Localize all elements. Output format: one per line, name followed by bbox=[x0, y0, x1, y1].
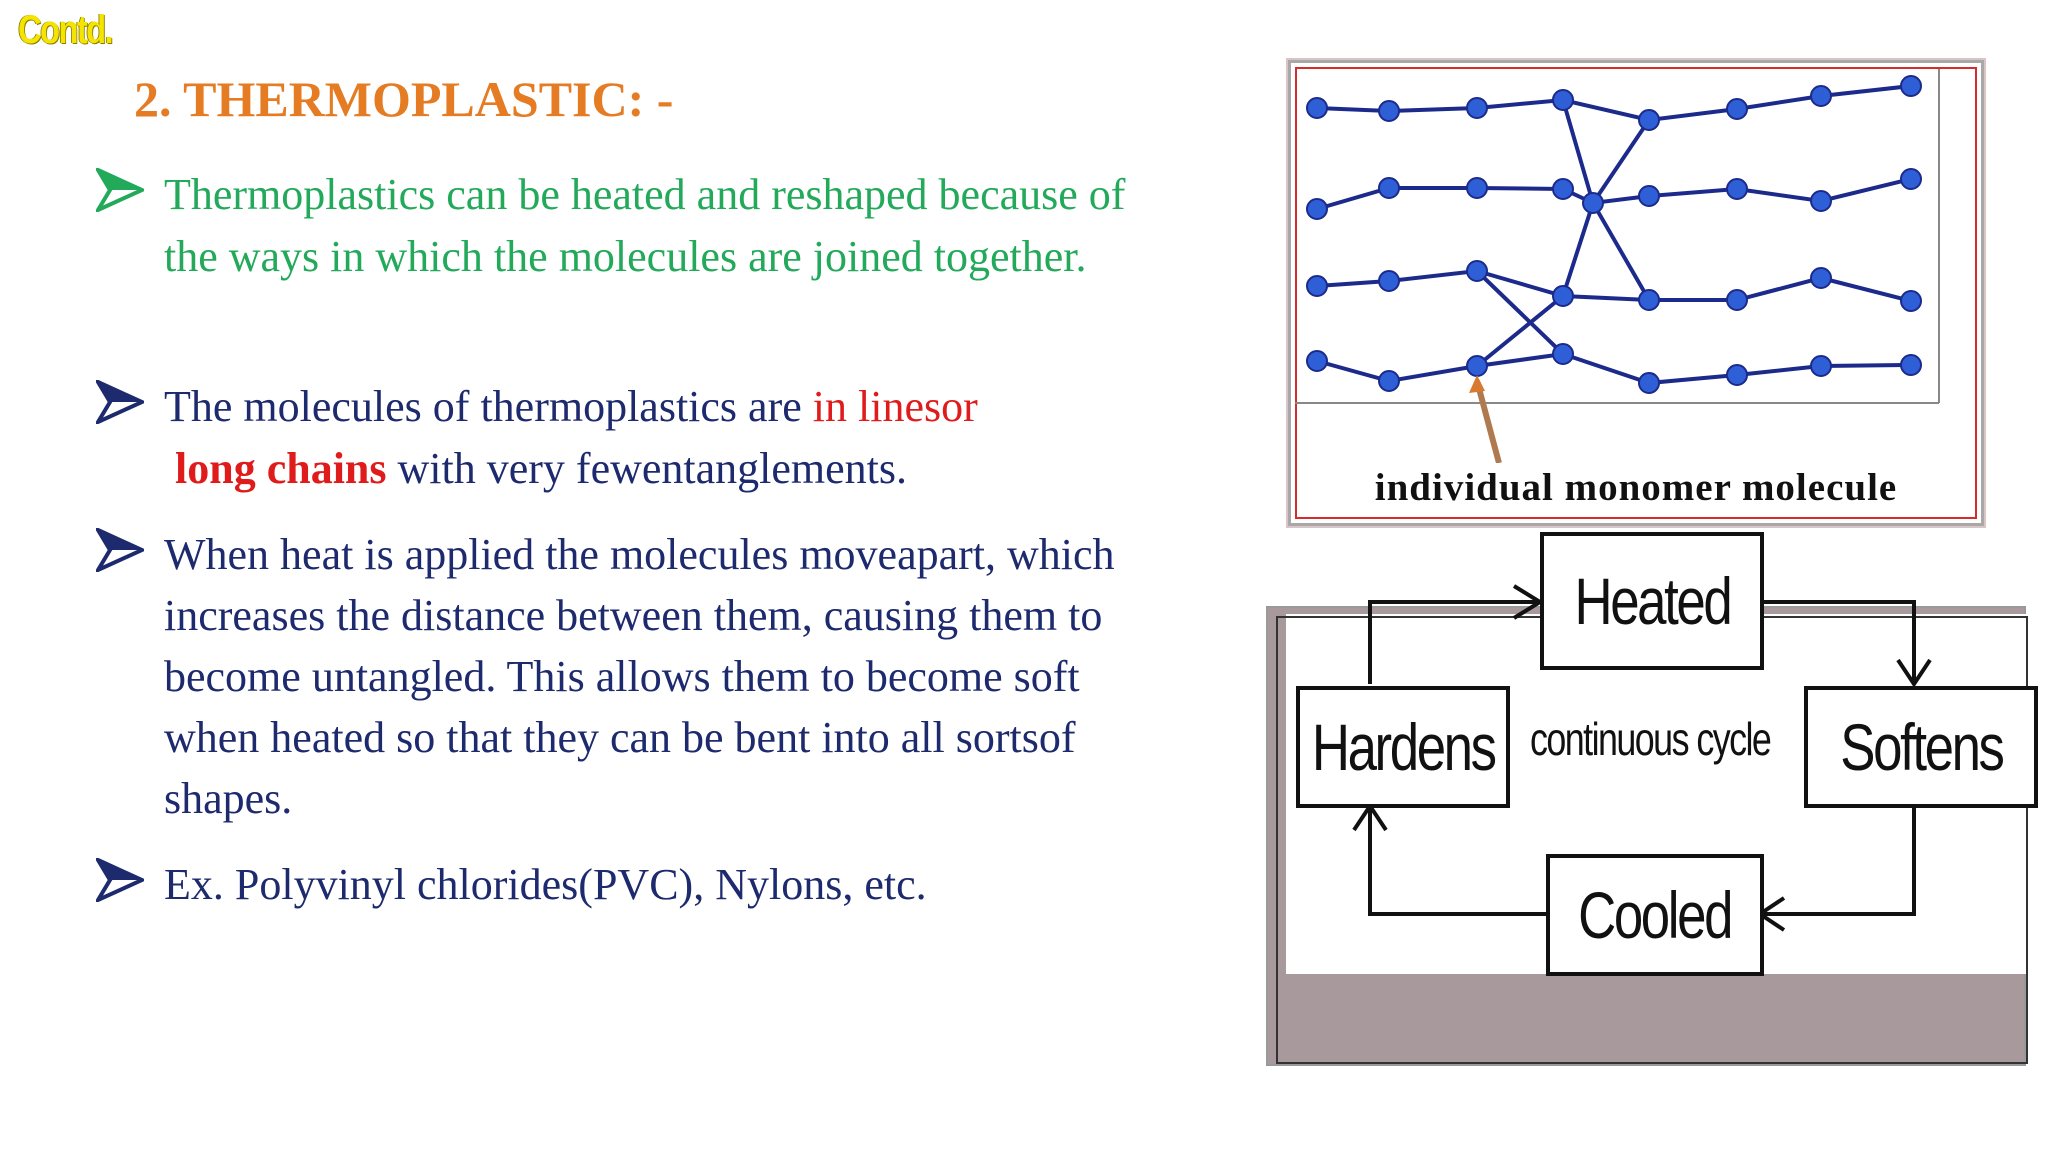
slide-title: 2. THERMOPLASTIC: - bbox=[134, 71, 674, 127]
cycle-frame bbox=[1276, 616, 2028, 1064]
cycle-cooled-label: Cooled bbox=[1578, 878, 1734, 952]
monomer-label: individual monomer molecule bbox=[1374, 466, 1898, 509]
bullet-1: Thermoplastics can be heated and reshape… bbox=[96, 164, 1156, 288]
cycle-box-softens: Softens bbox=[1804, 686, 2038, 808]
bullet-3: When heat is applied the molecules movea… bbox=[96, 524, 1156, 829]
arrow-bullet-icon bbox=[96, 168, 144, 212]
cycle-box-heated: Heated bbox=[1540, 532, 1764, 670]
cycle-box-hardens: Hardens bbox=[1296, 686, 1510, 808]
bullet-2-red-phrase: in linesor bbox=[812, 382, 978, 431]
bullet-2-before: The molecules of thermoplastics are bbox=[164, 382, 813, 431]
cycle-center-label: continuous cycle bbox=[1530, 713, 1772, 765]
contd-label: Contd. bbox=[18, 8, 114, 52]
cycle-softens-label: Softens bbox=[1839, 710, 2005, 784]
bullet-2-text: The molecules of thermoplastics are in l… bbox=[164, 376, 1156, 500]
bullet-4-text: Ex. Polyvinyl chlorides(PVC), Nylons, et… bbox=[164, 860, 927, 909]
molecule-diagram: individual monomer molecule bbox=[1288, 60, 1984, 526]
bullet-2-after: with very fewentanglements. bbox=[386, 444, 908, 493]
arrow-bullet-icon bbox=[96, 528, 144, 572]
cycle-hardens-label: Hardens bbox=[1311, 710, 1497, 784]
bullet-1-text: Thermoplastics can be heated and reshape… bbox=[164, 170, 1126, 281]
arrow-bullet-icon bbox=[96, 380, 144, 424]
bullet-3-text: When heat is applied the molecules movea… bbox=[164, 530, 1115, 823]
bullet-2-red-bold: long chains bbox=[175, 444, 387, 493]
arrow-bullet-icon bbox=[96, 858, 144, 902]
molecule-diagram-frame bbox=[1295, 67, 1977, 519]
bullet-2: The molecules of thermoplastics are in l… bbox=[96, 376, 1156, 500]
polymer-chains-graphic bbox=[1295, 69, 1940, 463]
bullet-4: Ex. Polyvinyl chlorides(PVC), Nylons, et… bbox=[96, 854, 1156, 916]
cycle-heated-label: Heated bbox=[1574, 564, 1732, 638]
cycle-box-cooled: Cooled bbox=[1546, 854, 1764, 976]
